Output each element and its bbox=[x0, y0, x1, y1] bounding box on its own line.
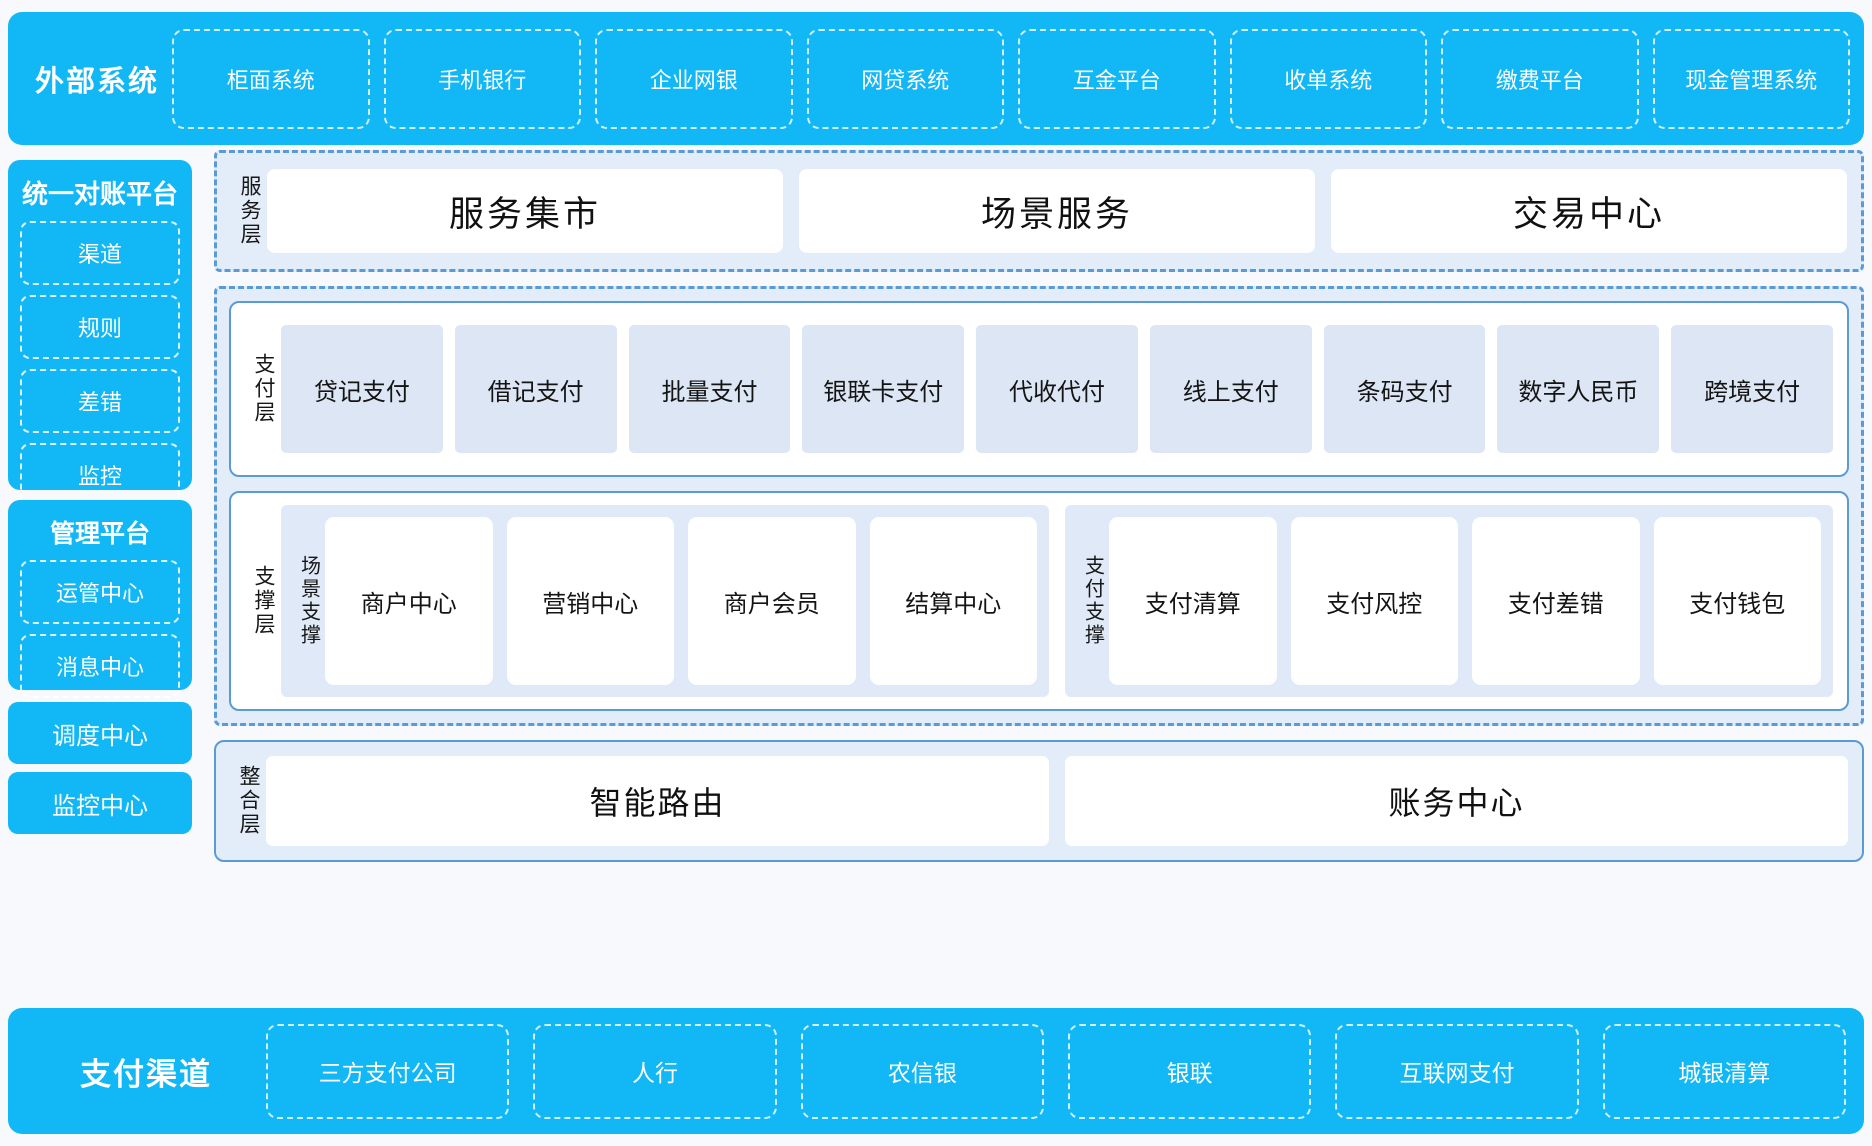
support-group-payment: 支付支撑 支付清算 支付风控 支付差错 支付钱包 bbox=[1065, 505, 1833, 697]
sidebar-item-monitoring-center[interactable]: 监控中心 bbox=[8, 772, 192, 834]
main-layer-column: 服务层 服务集市 场景服务 交易中心 支付层 贷记支付 借记支付 批量支付 bbox=[214, 150, 1864, 862]
payment-channel-chip[interactable]: 农信银 bbox=[800, 1023, 1044, 1119]
sidebar-item-rule[interactable]: 规则 bbox=[20, 295, 180, 359]
payment-card[interactable]: 贷记支付 bbox=[281, 325, 443, 453]
integration-layer-card-list: 智能路由 账务中心 bbox=[266, 756, 1848, 846]
sidebar-panel-management: 管理平台 运管中心 消息中心 bbox=[8, 500, 192, 698]
service-layer-label: 服务层 bbox=[238, 175, 261, 247]
service-card[interactable]: 服务集市 bbox=[267, 169, 783, 253]
support-card[interactable]: 支付差错 bbox=[1472, 517, 1640, 685]
support-card[interactable]: 商户中心 bbox=[325, 517, 493, 685]
external-system-chip[interactable]: 现金管理系统 bbox=[1652, 28, 1850, 129]
sidebar-panel-title: 管理平台 bbox=[49, 520, 150, 548]
external-systems-chip-list: 柜面系统 手机银行 企业网银 网贷系统 互金平台 收单系统 缴费平台 现金管理系… bbox=[172, 28, 1850, 129]
sidebar-item-channel[interactable]: 渠道 bbox=[20, 221, 180, 285]
support-card[interactable]: 支付清算 bbox=[1109, 517, 1277, 685]
support-card[interactable]: 商户会员 bbox=[688, 517, 856, 685]
service-layer-card-list: 服务集市 场景服务 交易中心 bbox=[267, 169, 1847, 253]
payment-channel-chip[interactable]: 互联网支付 bbox=[1335, 1023, 1579, 1119]
payment-card[interactable]: 跨境支付 bbox=[1671, 325, 1834, 453]
support-group-card-list: 商户中心 营销中心 商户会员 结算中心 bbox=[325, 517, 1037, 685]
external-system-chip[interactable]: 手机银行 bbox=[383, 28, 581, 129]
payment-channel-chip[interactable]: 三方支付公司 bbox=[266, 1023, 510, 1119]
payment-card[interactable]: 借记支付 bbox=[454, 325, 617, 453]
support-layer-block: 支撑层 场景支撑 商户中心 营销中心 商户会员 结算中心 bbox=[229, 491, 1849, 711]
service-layer-block: 服务层 服务集市 场景服务 交易中心 bbox=[214, 150, 1864, 272]
integration-card[interactable]: 账务中心 bbox=[1065, 756, 1848, 846]
sidebar-panel-reconciliation: 统一对账平台 渠道 规则 差错 监控 bbox=[8, 160, 192, 507]
sidebar-item-message-center[interactable]: 消息中心 bbox=[20, 634, 180, 698]
payment-card[interactable]: 银联卡支付 bbox=[802, 325, 965, 453]
payment-channels-chip-list: 三方支付公司 人行 农信银 银联 互联网支付 城银清算 bbox=[266, 1023, 1846, 1119]
support-card[interactable]: 支付钱包 bbox=[1653, 517, 1821, 685]
payment-layer-block: 支付层 贷记支付 借记支付 批量支付 银联卡支付 代收代付 线上支付 条码支付 … bbox=[229, 301, 1849, 477]
payment-card[interactable]: 批量支付 bbox=[628, 325, 791, 453]
payment-channel-chip[interactable]: 城银清算 bbox=[1602, 1023, 1846, 1119]
payment-card[interactable]: 条码支付 bbox=[1323, 325, 1486, 453]
payment-layer-label: 支付层 bbox=[252, 353, 275, 425]
support-layer-group-list: 场景支撑 商户中心 营销中心 商户会员 结算中心 支付支撑 支付清算 bbox=[281, 505, 1833, 697]
external-system-chip[interactable]: 收单系统 bbox=[1229, 28, 1427, 129]
sidebar-item-operations-center[interactable]: 运管中心 bbox=[20, 560, 180, 624]
support-layer-label: 支撑层 bbox=[252, 565, 275, 637]
service-card[interactable]: 交易中心 bbox=[1331, 169, 1847, 253]
support-card[interactable]: 结算中心 bbox=[869, 517, 1037, 685]
external-system-chip[interactable]: 柜面系统 bbox=[172, 28, 370, 129]
payment-card[interactable]: 线上支付 bbox=[1149, 325, 1312, 453]
sidebar-item-error[interactable]: 差错 bbox=[20, 369, 180, 433]
external-systems-title: 外部系统 bbox=[34, 65, 159, 98]
payment-card[interactable]: 代收代付 bbox=[976, 325, 1138, 453]
support-card[interactable]: 支付风控 bbox=[1290, 517, 1458, 685]
payment-channels-bar: 支付渠道 三方支付公司 人行 农信银 银联 互联网支付 城银清算 bbox=[8, 1008, 1864, 1134]
payment-channels-title: 支付渠道 bbox=[80, 1056, 212, 1092]
payment-channel-chip[interactable]: 银联 bbox=[1067, 1023, 1312, 1119]
external-systems-bar: 外部系统 柜面系统 手机银行 企业网银 网贷系统 互金平台 收单系统 缴费平台 … bbox=[8, 12, 1864, 145]
support-card[interactable]: 营销中心 bbox=[506, 517, 674, 685]
external-system-chip[interactable]: 互金平台 bbox=[1018, 28, 1216, 129]
support-group-scenario: 场景支撑 商户中心 营销中心 商户会员 结算中心 bbox=[281, 505, 1049, 697]
sidebar-item-scheduling-center[interactable]: 调度中心 bbox=[8, 702, 192, 764]
external-system-chip[interactable]: 网贷系统 bbox=[806, 28, 1004, 129]
core-layers-block: 支付层 贷记支付 借记支付 批量支付 银联卡支付 代收代付 线上支付 条码支付 … bbox=[214, 286, 1864, 726]
payment-layer-card-list: 贷记支付 借记支付 批量支付 银联卡支付 代收代付 线上支付 条码支付 数字人民… bbox=[281, 315, 1834, 463]
integration-layer-label: 整合层 bbox=[237, 765, 260, 837]
support-group-card-list: 支付清算 支付风控 支付差错 支付钱包 bbox=[1109, 517, 1821, 685]
sidebar-item-monitor[interactable]: 监控 bbox=[20, 443, 180, 507]
support-group-label: 场景支撑 bbox=[297, 555, 320, 647]
payment-channel-chip[interactable]: 人行 bbox=[533, 1023, 777, 1119]
payment-card[interactable]: 数字人民币 bbox=[1497, 325, 1660, 453]
external-system-chip[interactable]: 缴费平台 bbox=[1441, 28, 1639, 129]
service-card[interactable]: 场景服务 bbox=[799, 169, 1315, 253]
external-system-chip[interactable]: 企业网银 bbox=[595, 28, 793, 129]
integration-card[interactable]: 智能路由 bbox=[266, 756, 1049, 846]
sidebar-panel-title: 统一对账平台 bbox=[21, 179, 178, 209]
integration-layer-block: 整合层 智能路由 账务中心 bbox=[214, 740, 1864, 862]
support-group-label: 支付支撑 bbox=[1081, 555, 1104, 647]
